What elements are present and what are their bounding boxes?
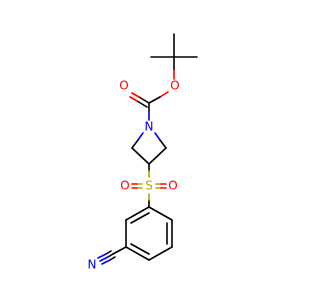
azetidine-bond-n-right-a [154, 132, 161, 141]
structure-diagram: O O N S O O N [88, 33, 198, 272]
carbonyl-double-bond-a2 [131, 92, 140, 98]
atom-labels-layer: O O N S O O N [88, 79, 180, 272]
azetidine-bond-n-left-a [137, 132, 144, 141]
nitrile-triple-bond-upper-2 [97, 253, 107, 259]
azetidine-bond-n-right-b [159, 139, 167, 149]
nitrile-triple-bond-mid-1 [107, 253, 114, 258]
aryl-nitrile-bond [112, 246, 127, 255]
ester-oxygen-carbonyl-bond-b [148, 96, 161, 104]
ester-oxygen-label: O [170, 79, 179, 93]
nitrile-triple-bond-mid-2 [99, 256, 109, 262]
carbonyl-double-bond-b2 [129, 96, 138, 102]
molecule-drawing: O O N S O O N [88, 33, 198, 272]
benzene-bond-bottom-right [148, 246, 173, 261]
bonds-layer [97, 33, 198, 265]
carbonyl-oxygen-label: O [119, 79, 128, 93]
azetidine-bond-right-bottom [148, 147, 167, 165]
nitrile-triple-bond-lower-2 [101, 259, 111, 265]
azetidine-bond-left-bottom [131, 147, 150, 165]
azetidine-bond-n-left-b [131, 139, 139, 149]
sulfur-label: S [145, 179, 153, 193]
benzene-inner-bond-bottom-left [130, 243, 150, 255]
nitrile-nitrogen-label: N [88, 258, 97, 272]
benzene-bond-top-right [148, 206, 173, 221]
nitrile-triple-bond-upper-1 [105, 250, 112, 255]
nitrile-triple-bond-lower-1 [109, 256, 116, 261]
benzene-bond-bottom-left [125, 246, 150, 261]
azetidine-nitrogen-label: N [145, 120, 154, 134]
sulfonyl-oxygen-left-label: O [120, 179, 129, 193]
benzene-inner-bond-top-left [130, 212, 150, 224]
sulfonyl-oxygen-right-label: O [168, 179, 177, 193]
carbonyl-double-bond-b1 [136, 100, 148, 108]
benzene-bond-top-left [125, 206, 150, 221]
carbonyl-double-bond-a1 [138, 96, 150, 104]
ester-oxygen-carbonyl-bond-a [159, 91, 169, 98]
